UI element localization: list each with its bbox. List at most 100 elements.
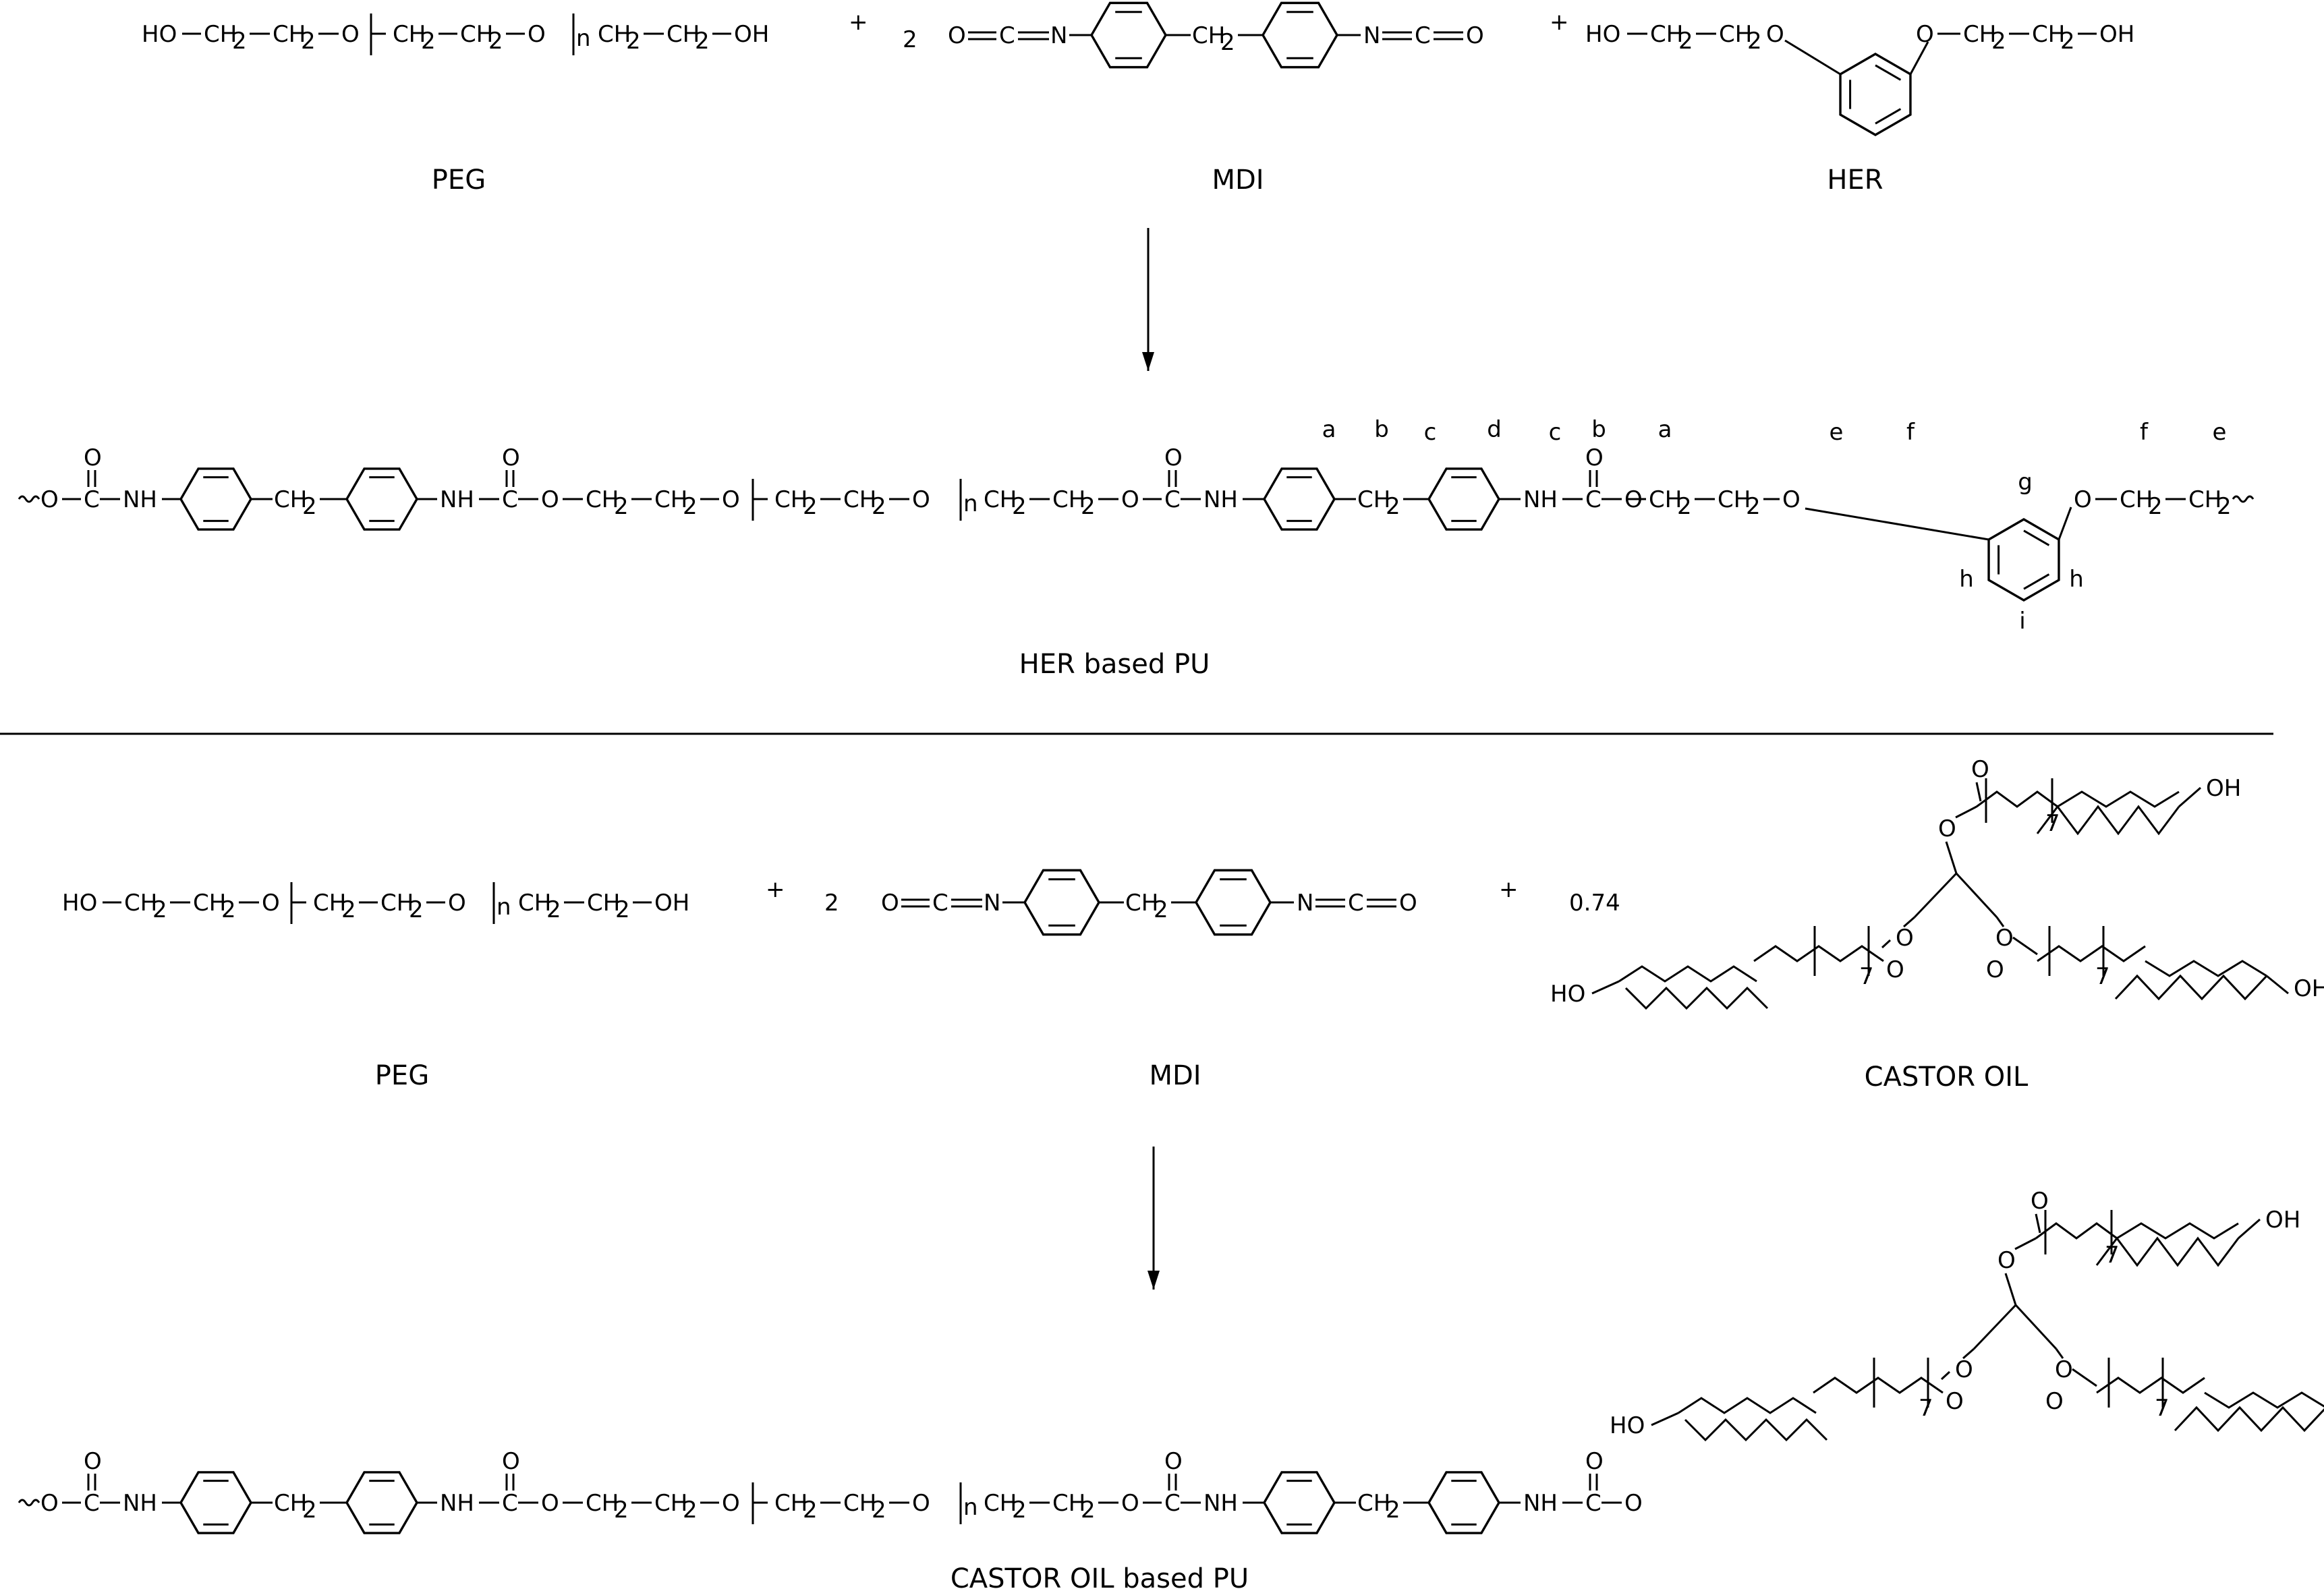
ch2-group: CH — [1125, 890, 1158, 917]
bond-line — [2014, 1304, 2058, 1350]
ch2-group: CH — [204, 21, 237, 48]
bond-line — [1973, 1304, 2017, 1350]
carbonyl-oxygen: O — [1986, 956, 2004, 983]
subscript-2: 2 — [626, 28, 641, 55]
ester-oxygen: O — [40, 1490, 59, 1517]
ch2-group: CH — [274, 1490, 307, 1517]
ether-oxygen: O — [2074, 486, 2092, 513]
bond-line — [1913, 872, 1958, 919]
pu-ring — [1263, 1471, 1336, 1534]
hydroxyl-group: OH — [2294, 975, 2324, 1002]
ch2-group: CH — [984, 1490, 1017, 1517]
ch2-group: CH — [587, 890, 620, 917]
subscript-2: 2 — [1386, 493, 1400, 520]
carbonyl-carbon: C — [84, 1490, 100, 1517]
ester-oxygen: O — [1624, 1490, 1643, 1517]
stoichiometric-coefficient: 0.74 — [1569, 890, 1620, 917]
pu-ring — [1427, 467, 1500, 531]
alkyl-tail — [2174, 1406, 2324, 1433]
subscript-2: 2 — [614, 493, 629, 520]
plus-sign: + — [849, 9, 868, 36]
subscript-2: 2 — [232, 28, 247, 55]
proton-label-h: h — [2069, 566, 2084, 593]
carbonyl-oxygen: O — [1164, 1448, 1183, 1475]
bond-line — [1940, 1370, 1951, 1381]
ch2-group: CH — [654, 486, 687, 513]
castor-reactant-names: PEG MDI CASTOR OIL — [375, 1060, 2029, 1093]
reaction-arrow-2 — [1147, 1147, 1160, 1290]
bond-line — [2014, 1237, 2037, 1250]
subscript-2: 2 — [683, 493, 698, 520]
isocyanate-carbon: C — [1348, 890, 1364, 917]
ch2-group: CH — [1718, 486, 1751, 513]
ester-oxygen: O — [541, 486, 559, 513]
plus-sign: + — [1550, 9, 1569, 36]
subscript-2: 2 — [1746, 493, 1761, 520]
urethane-nh: NH — [123, 486, 157, 513]
ch2-group: CH — [774, 486, 807, 513]
hydroxyl-group: OH — [734, 21, 769, 48]
ch2-group: CH — [598, 21, 631, 48]
ch2-group: CH — [2120, 486, 2153, 513]
mdi-ring-1 — [1090, 1, 1167, 69]
carbonyl-oxygen: O — [502, 444, 520, 471]
subscript-2: 2 — [1081, 1497, 1096, 1524]
bond-line — [2012, 936, 2038, 956]
subscript-2: 2 — [221, 896, 236, 923]
ether-oxygen: O — [528, 21, 546, 48]
mdi-label: MDI — [1212, 165, 1264, 196]
ether-oxygen: O — [448, 890, 466, 917]
bond-line — [1975, 782, 1982, 802]
subscript-2: 2 — [488, 28, 503, 55]
subscript-2: 2 — [1154, 896, 1168, 923]
peg-label-2: PEG — [375, 1060, 429, 1091]
ether-oxygen: O — [912, 1490, 930, 1517]
mdi-label-2: MDI — [1149, 1060, 1201, 1091]
subscript-2: 2 — [302, 493, 317, 520]
ch2-group: CH — [460, 21, 493, 48]
ester-oxygen: O — [40, 486, 59, 513]
ester-oxygen: O — [1997, 1247, 2016, 1274]
ch2-group: CH — [380, 890, 414, 917]
ch2-group: CH — [274, 486, 307, 513]
mdi-ring-2 — [1195, 869, 1272, 936]
fatty-chain — [1976, 790, 2058, 808]
ch2-group: CH — [1192, 22, 1225, 49]
ch2-group: CH — [1052, 1490, 1085, 1517]
ch2-group: CH — [1963, 21, 1996, 48]
fatty-chain-alkene — [2145, 960, 2267, 977]
bond-line — [1784, 39, 1841, 76]
bond-line — [1591, 980, 1620, 995]
urethane-nh: NH — [123, 1490, 157, 1517]
isocyanate-oxygen: O — [948, 22, 966, 49]
ether-oxygen: O — [722, 1490, 740, 1517]
proton-label-g: g — [2018, 469, 2033, 496]
urethane-nh: NH — [1203, 486, 1238, 513]
plus-sign: + — [1499, 876, 1519, 903]
hydroxyl-group: OH — [2206, 775, 2241, 802]
subscript-2: 2 — [1386, 1497, 1400, 1524]
repeat-subscript-n: n — [576, 25, 591, 52]
fatty-chain — [2037, 945, 2146, 962]
hydroxyl-group: OH — [2265, 1207, 2300, 1234]
subscript-2: 2 — [1747, 28, 1762, 55]
proton-label-f: f — [1906, 419, 1915, 446]
ester-oxygen: O — [1995, 925, 2014, 952]
fatty-chain-alkene — [1618, 965, 1757, 983]
pu-ring — [179, 467, 252, 531]
ch2-group: CH — [984, 486, 1017, 513]
castor-pu-label: CASTOR OIL based PU — [951, 1563, 1249, 1591]
plus-sign: + — [766, 876, 785, 903]
isocyanate-nitrogen: N — [1050, 22, 1067, 49]
subscript-2: 2 — [1220, 29, 1235, 56]
carbonyl-carbon: C — [1164, 486, 1181, 513]
ether-oxygen: O — [262, 890, 280, 917]
ether-oxygen: O — [341, 21, 360, 48]
repeat-subscript-7: 7 — [2155, 1395, 2170, 1422]
isocyanate-carbon: C — [999, 22, 1015, 49]
carbonyl-oxygen: O — [1585, 1448, 1604, 1475]
bond-line — [1903, 916, 1915, 928]
proton-label-e: e — [2213, 419, 2227, 446]
